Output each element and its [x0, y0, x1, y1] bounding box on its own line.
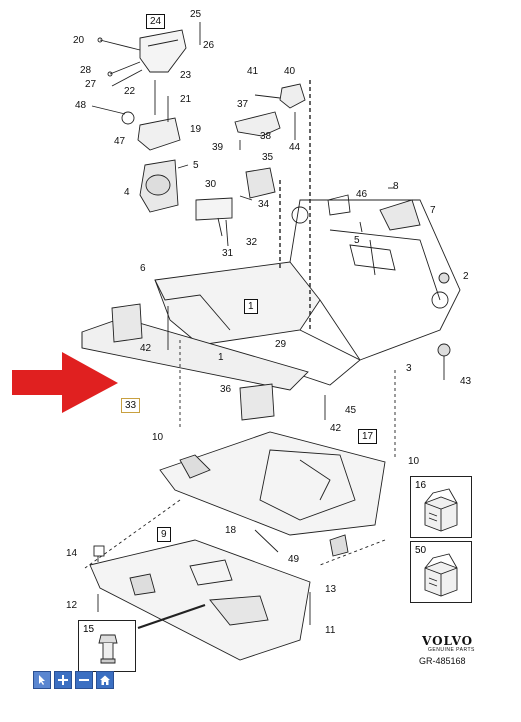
- boxed-callout-33[interactable]: 33: [121, 398, 141, 413]
- callout-32[interactable]: 32: [246, 237, 258, 248]
- callout-10a[interactable]: 10: [152, 432, 164, 443]
- callout-25[interactable]: 25: [190, 9, 202, 20]
- boxed-callout-9[interactable]: 9: [157, 527, 171, 542]
- callout-31[interactable]: 31: [222, 248, 234, 259]
- callout-11[interactable]: 11: [325, 625, 336, 636]
- callout-30[interactable]: 30: [205, 179, 217, 190]
- home-icon: [100, 675, 110, 685]
- callout-12[interactable]: 12: [66, 600, 78, 611]
- pointer-icon: [39, 675, 45, 685]
- callout-22[interactable]: 22: [124, 86, 136, 97]
- kit-number: 50: [415, 545, 427, 556]
- callout-39[interactable]: 39: [212, 142, 224, 153]
- kit-number: 15: [83, 624, 95, 635]
- diagram-reference: GR-485168: [419, 656, 466, 666]
- callout-18[interactable]: 18: [225, 525, 237, 536]
- callout-46[interactable]: 46: [356, 189, 368, 200]
- callout-42a[interactable]: 42: [140, 343, 152, 354]
- red-arrow: [12, 352, 118, 413]
- callout-36[interactable]: 36: [220, 384, 232, 395]
- callout-43[interactable]: 43: [460, 376, 472, 387]
- home-button[interactable]: [96, 671, 114, 689]
- callout-14[interactable]: 14: [66, 548, 78, 559]
- box-icon: [424, 488, 458, 532]
- callout-34[interactable]: 34: [258, 199, 270, 210]
- boxed-callout-24[interactable]: 24: [146, 14, 166, 29]
- minus-icon: [79, 679, 89, 681]
- callout-48[interactable]: 48: [75, 100, 87, 111]
- callout-3[interactable]: 3: [406, 363, 412, 374]
- callout-47[interactable]: 47: [114, 136, 126, 147]
- callout-28[interactable]: 28: [80, 65, 92, 76]
- callout-20[interactable]: 20: [73, 35, 85, 46]
- callout-2[interactable]: 2: [463, 271, 469, 282]
- callout-7[interactable]: 7: [430, 205, 436, 216]
- callout-26[interactable]: 26: [203, 40, 215, 51]
- plus-icon: [58, 675, 68, 685]
- zoom-in-button[interactable]: [54, 671, 72, 689]
- callout-42b[interactable]: 42: [330, 423, 342, 434]
- diagram-toolbar: [33, 671, 114, 689]
- callout-23[interactable]: 23: [180, 70, 192, 81]
- callout-10b[interactable]: 10: [408, 456, 420, 467]
- callout-35[interactable]: 35: [262, 152, 274, 163]
- zoom-out-button[interactable]: [75, 671, 93, 689]
- boxed-callout-1[interactable]: 1: [244, 299, 258, 314]
- callout-6[interactable]: 6: [140, 263, 146, 274]
- callout-37[interactable]: 37: [237, 99, 249, 110]
- callout-29[interactable]: 29: [275, 339, 287, 350]
- genuine-parts-label: GENUINE PARTS: [428, 647, 475, 653]
- box-icon: [424, 553, 458, 597]
- callout-5b[interactable]: 5: [354, 235, 360, 246]
- clip-icon: [98, 634, 118, 664]
- kit-number: 16: [415, 480, 427, 491]
- callout-5a[interactable]: 5: [193, 160, 199, 171]
- callout-21[interactable]: 21: [180, 94, 192, 105]
- select-button[interactable]: [33, 671, 51, 689]
- boxed-callout-17[interactable]: 17: [358, 429, 378, 444]
- kit-box-15[interactable]: 15: [78, 620, 136, 672]
- callout-1-small[interactable]: 1: [218, 352, 224, 363]
- callout-19[interactable]: 19: [190, 124, 202, 135]
- callout-8[interactable]: 8: [393, 181, 399, 192]
- callout-41[interactable]: 41: [247, 66, 259, 77]
- callout-38[interactable]: 38: [260, 131, 272, 142]
- callout-40[interactable]: 40: [284, 66, 296, 77]
- callout-49[interactable]: 49: [288, 554, 300, 565]
- callout-4[interactable]: 4: [124, 187, 130, 198]
- volvo-logo: VOLVO: [422, 634, 474, 648]
- kit-box-50[interactable]: 50: [410, 541, 472, 603]
- callout-27[interactable]: 27: [85, 79, 97, 90]
- callout-13[interactable]: 13: [325, 584, 337, 595]
- callout-44[interactable]: 44: [289, 142, 301, 153]
- kit-box-16[interactable]: 16: [410, 476, 472, 538]
- callout-45[interactable]: 45: [345, 405, 357, 416]
